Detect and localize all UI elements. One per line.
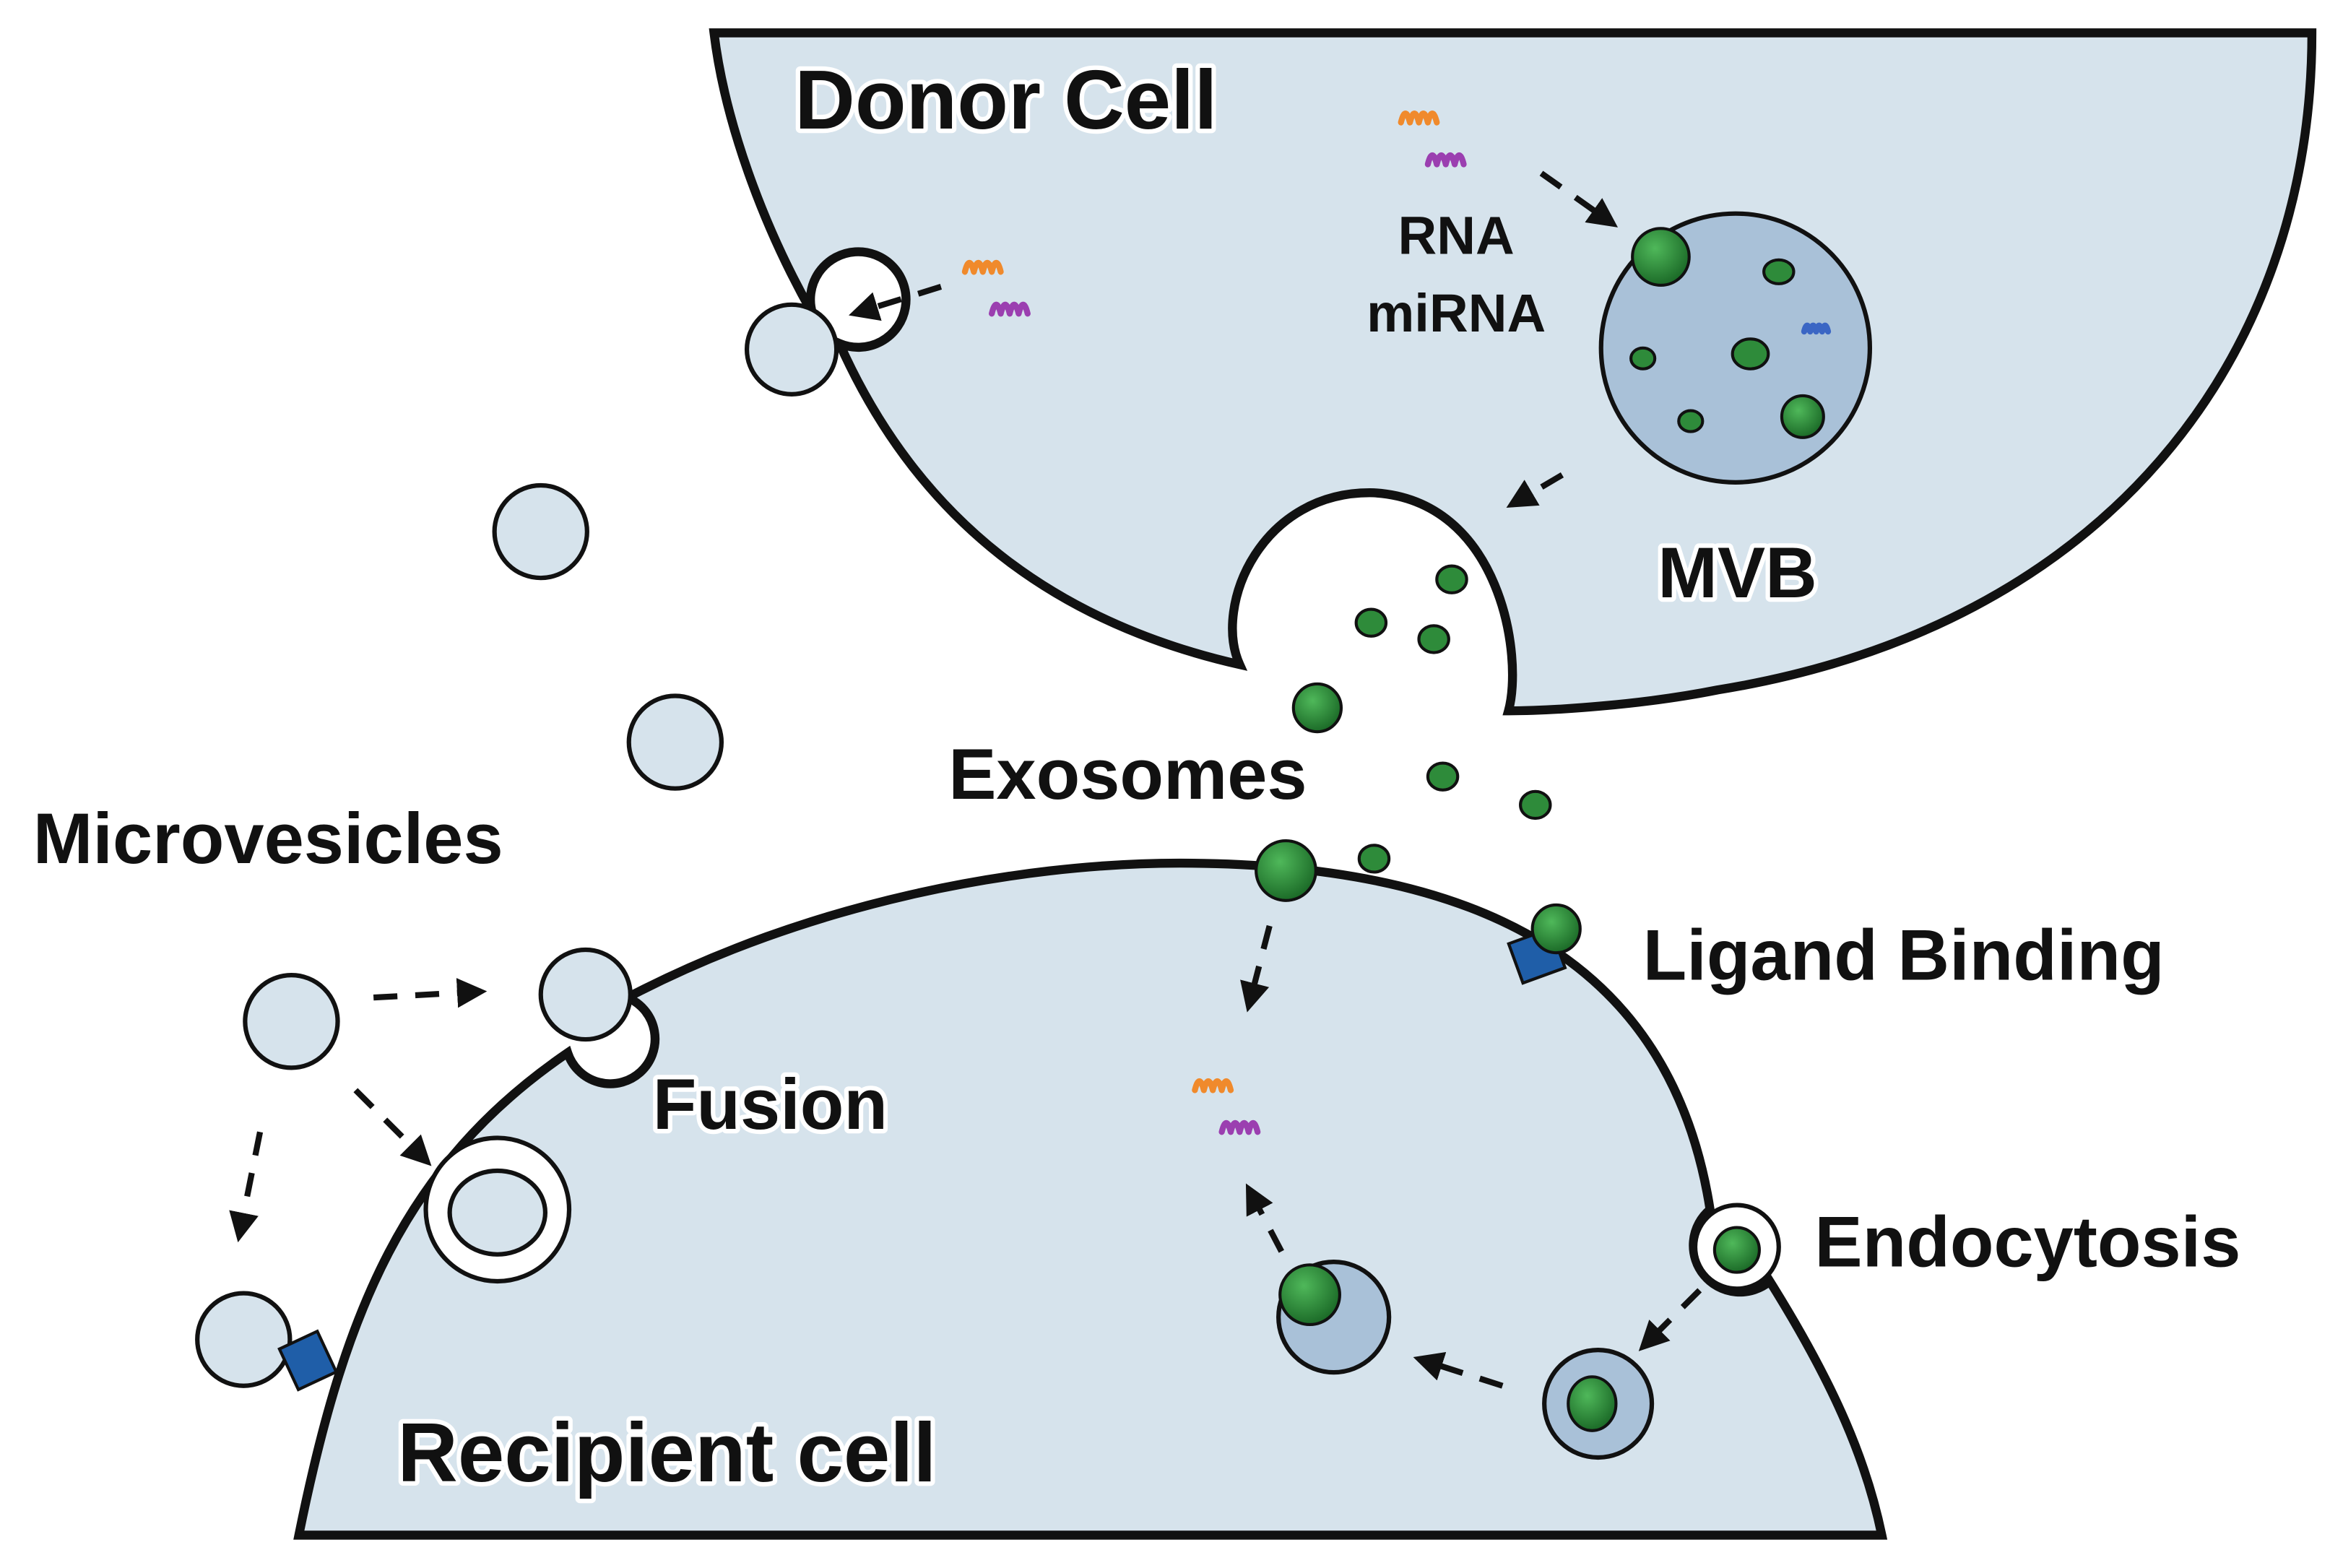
exosome (1631, 227, 1691, 287)
arrow-to-receptor (229, 1131, 264, 1243)
mvb (1598, 211, 1873, 485)
recipient-cell-membrane (293, 858, 1888, 1540)
microvesicles-label: Microvesicles (33, 799, 503, 879)
arrow-endosome-to-endosome (1413, 1351, 1504, 1389)
arrow-to-fusion (373, 978, 488, 1008)
arrow-pit-to-endosome (1638, 1288, 1702, 1351)
intraluminal-vesicle (1629, 346, 1657, 371)
intraluminal-vesicle (1677, 409, 1705, 433)
ligand-binding-site (1507, 903, 1582, 985)
microvesicle-pathways (195, 973, 488, 1392)
exosome (1255, 839, 1317, 902)
microvesicle (492, 482, 589, 581)
exosome (1712, 1226, 1761, 1274)
rna-label: RNA (1398, 205, 1515, 265)
exosome (1426, 761, 1460, 792)
mirna-strand-icon (1218, 1119, 1261, 1135)
arrow-exosome-to-rna (1240, 924, 1273, 1013)
arrow-mvb-to-membrane (1506, 472, 1564, 508)
exosome (1530, 903, 1582, 955)
rna-strand-icon (1192, 1078, 1234, 1093)
fusing-microvesicle (538, 947, 633, 1042)
donor-cell-membrane (709, 28, 2317, 716)
fusion-label: Fusion (653, 1065, 888, 1145)
ligand-binding-label: Ligand Binding (1643, 915, 2165, 995)
exosome (1435, 564, 1468, 594)
mirna-strand-icon (1424, 152, 1467, 168)
early-endosome (1542, 1348, 1655, 1460)
exosome (1291, 682, 1343, 734)
mvb-label: MVB (1658, 533, 1817, 613)
rna-strand-icon (1398, 111, 1440, 126)
arrow-rna-to-bud (849, 284, 943, 321)
budding-microvesicle (744, 302, 839, 397)
mirna-strand-icon (989, 301, 1031, 317)
mirna-label: miRNA (1367, 283, 1546, 343)
arrow-rna-to-mvb (1539, 170, 1619, 228)
intraluminal-vesicle (1762, 258, 1796, 285)
arrow-to-fusion-pocket (353, 1088, 432, 1166)
endocytosis-label: Endocytosis (1814, 1202, 2240, 1282)
fusion-pocket (423, 1135, 572, 1284)
intraluminal-vesicle (1731, 337, 1770, 371)
microvesicle-bound (195, 1291, 293, 1388)
receptor-icon (277, 1329, 339, 1392)
recipient-cell-label: Recipient cell (397, 1405, 936, 1499)
exosomes-label: Exosomes (948, 735, 1307, 815)
rna-strand-icon (1801, 322, 1832, 335)
arrow-endosome-to-rna (1245, 1183, 1284, 1253)
exosome (1519, 789, 1552, 820)
late-endosome (1276, 1260, 1392, 1375)
microvesicle (243, 973, 340, 1070)
recipient-cell: Fusion Ligand Binding Endocytosis Recipi… (293, 839, 2245, 1540)
exosome (1357, 844, 1391, 874)
microvesicle (626, 693, 724, 791)
endocytosis-pit (1692, 1203, 1781, 1291)
extracellular-space: Exosomes Microvesicles (29, 482, 1552, 883)
donor-cell: Donor Cell RNA miRNA MVB (709, 28, 2317, 716)
exosome (1417, 624, 1450, 654)
donor-cell-label: Donor Cell (794, 53, 1217, 147)
intraluminal-vesicle (1780, 394, 1825, 439)
exosome (1354, 607, 1388, 638)
rna-strand-icon (961, 259, 1004, 275)
